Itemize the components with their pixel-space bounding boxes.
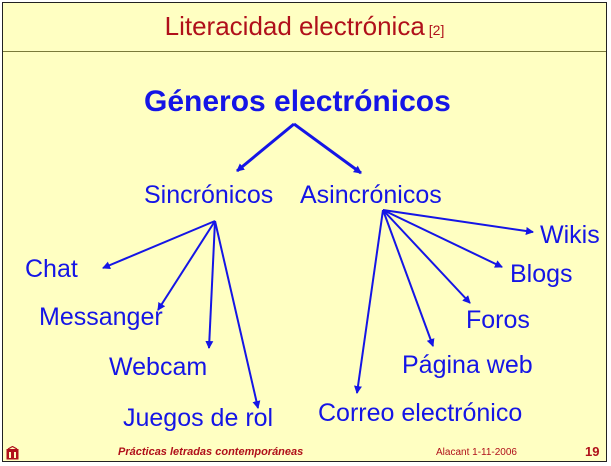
title-divider	[3, 51, 606, 52]
node-chat: Chat	[25, 255, 78, 283]
arrow-root-to-sincronicos	[236, 122, 295, 173]
title-reference: [2]	[428, 22, 445, 38]
slide-title: Literacidad electrónica[2]	[3, 11, 606, 42]
arrow-layer	[102, 122, 534, 409]
arrow-to-juegos	[214, 220, 261, 409]
arrow-to-messanger	[157, 220, 216, 311]
arrow-root-to-asincronicos	[293, 122, 362, 175]
root-node: Géneros electrónicos	[144, 85, 451, 118]
arrow-to-foros	[382, 209, 471, 304]
university-logo-icon	[6, 446, 19, 460]
footer-date: Alacant 1-11-2006	[436, 447, 517, 458]
node-juegos-de-rol: Juegos de rol	[123, 404, 274, 432]
arrow-to-chat	[102, 220, 216, 269]
node-wikis: Wikis	[540, 221, 600, 249]
node-correo-electronico: Correo electrónico	[318, 399, 523, 427]
node-messanger: Messanger	[39, 303, 163, 331]
node-blogs: Blogs	[510, 260, 573, 288]
arrow-to-blogs	[382, 209, 503, 268]
page-number: 19	[585, 444, 600, 459]
arrow-to-webcam	[205, 220, 216, 349]
footer-course-title: Prácticas letradas contemporáneas	[118, 446, 304, 458]
branch-sincronicos: Sincrónicos	[144, 181, 274, 209]
slide: Literacidad electrónica[2] Géneros elect…	[2, 2, 607, 462]
branch-asincronicos: Asincrónicos	[300, 181, 442, 209]
node-foros: Foros	[466, 306, 530, 334]
node-webcam: Webcam	[109, 353, 208, 381]
title-bar: Literacidad electrónica[2]	[3, 3, 606, 51]
arrow-to-wikis	[382, 209, 534, 235]
arrow-to-pagina-web	[382, 209, 435, 347]
title-text: Literacidad electrónica	[164, 11, 425, 41]
arrow-to-correo	[354, 209, 384, 394]
node-pagina-web: Página web	[402, 351, 533, 379]
